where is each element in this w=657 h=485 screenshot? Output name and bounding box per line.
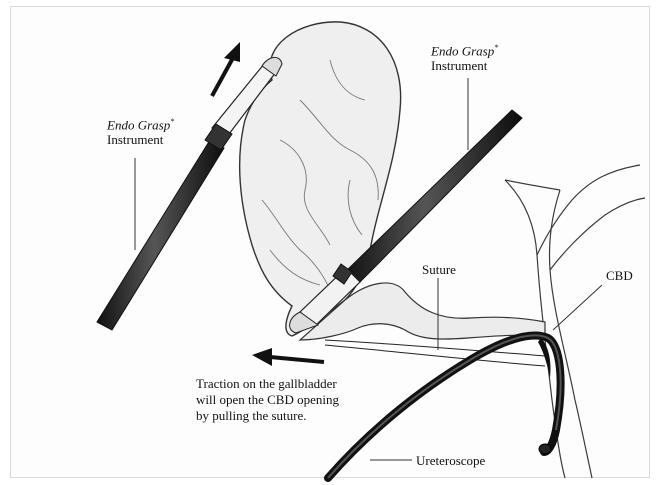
grasp-label-left: Endo Grasp* Instrument (107, 114, 174, 147)
gallbladder (240, 22, 545, 340)
suture-label: Suture (422, 262, 456, 277)
caption-line: will open the CBD opening (196, 392, 339, 408)
caption-line: Traction on the gallbladder (196, 376, 339, 392)
suture-thread (325, 340, 545, 366)
ureteroscope-label: Ureteroscope (416, 453, 485, 468)
traction-arrow-up (212, 42, 240, 96)
caption-line: by pulling the suture. (196, 408, 339, 424)
grasp-label-right: Endo Grasp* Instrument (431, 40, 498, 73)
traction-caption: Traction on the gallbladder will open th… (196, 376, 339, 424)
cbd-label: CBD (606, 268, 633, 283)
traction-arrow-left (252, 348, 324, 366)
